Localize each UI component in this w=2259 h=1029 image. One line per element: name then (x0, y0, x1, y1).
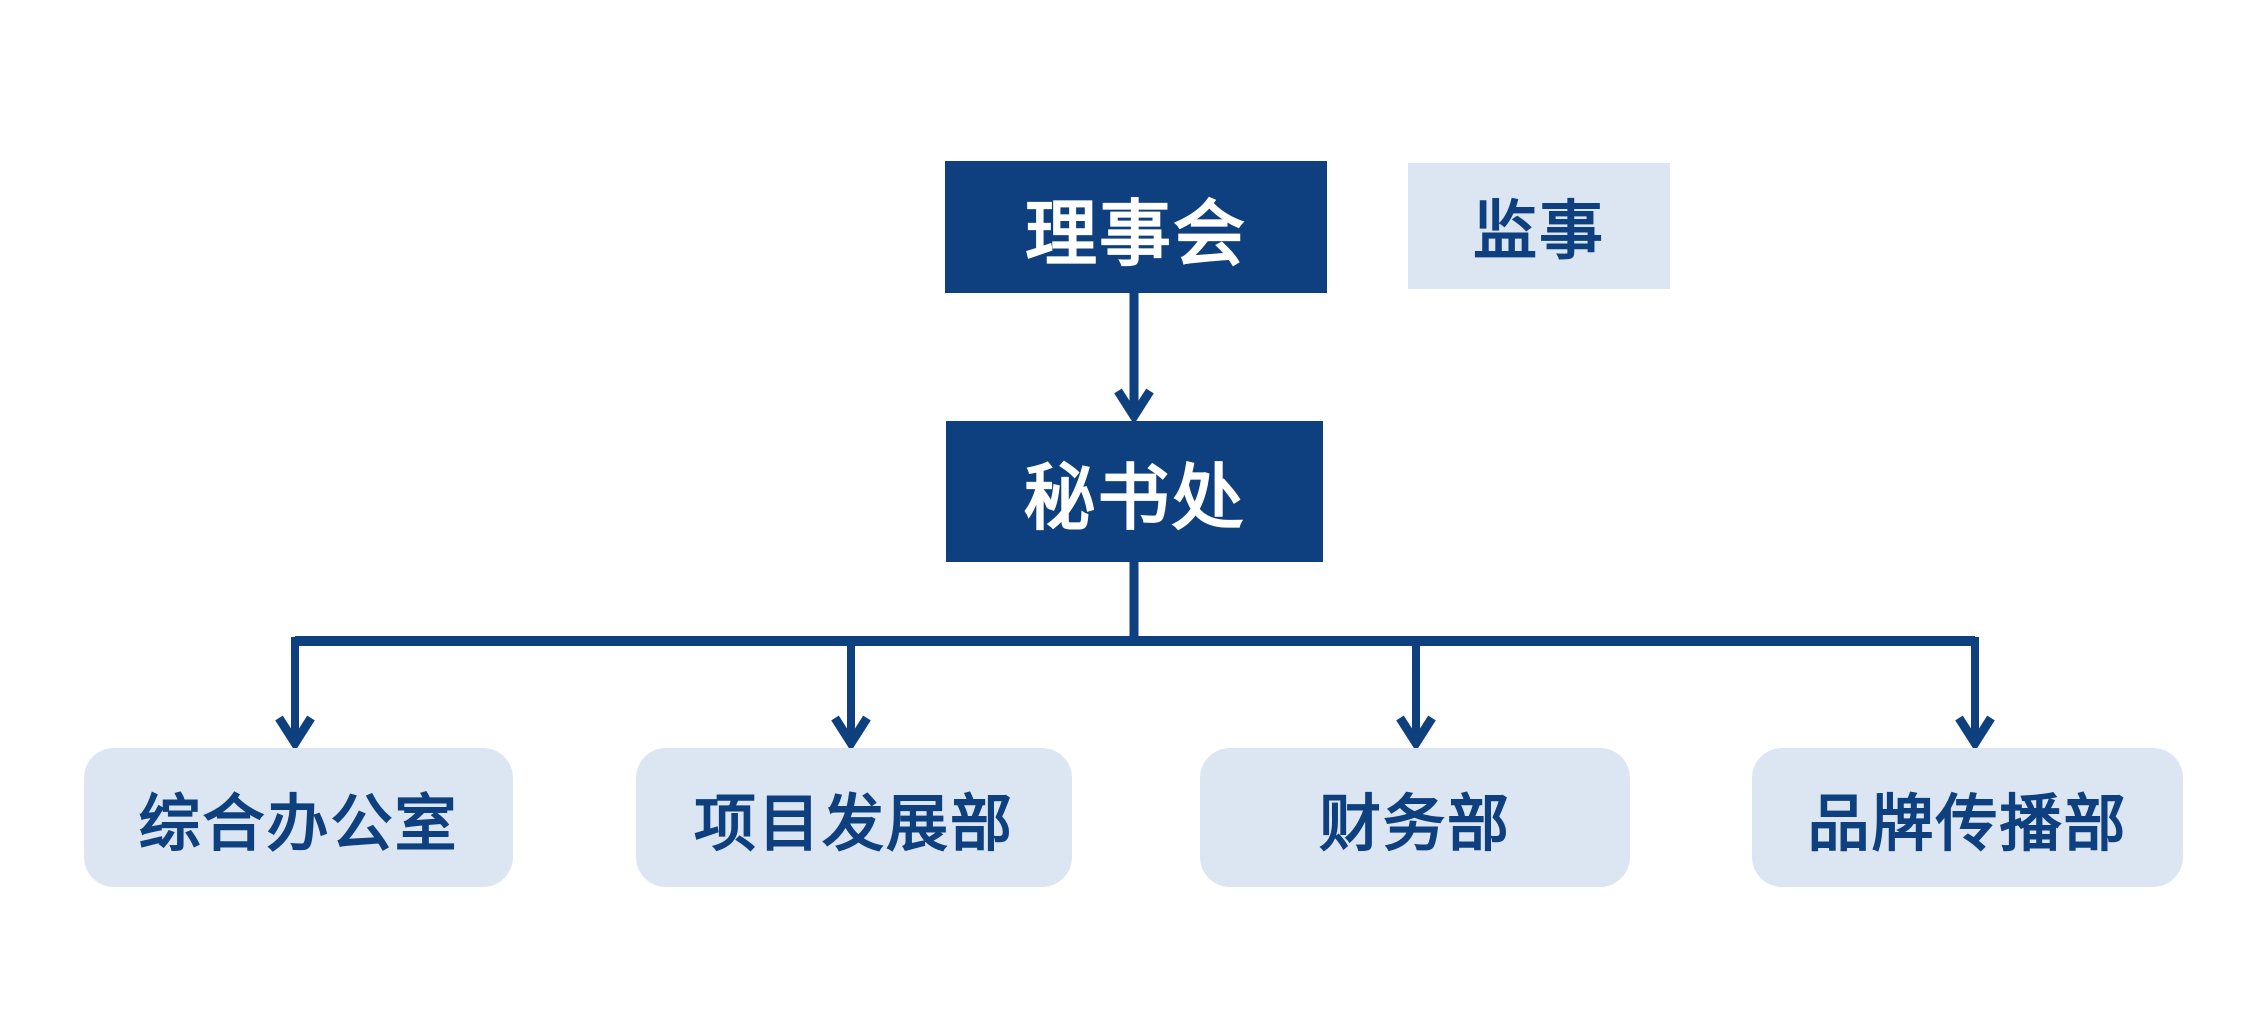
org-node-general-office: 综合办公室 (84, 748, 513, 887)
org-node-finance: 财务部 (1200, 748, 1630, 887)
org-node-secretariat: 秘书处 (946, 421, 1323, 562)
org-node-brand-communication: 品牌传播部 (1752, 748, 2183, 887)
edge-drop-finance-arrowhead (1396, 715, 1436, 752)
edge-drop-project-development-arrowhead (831, 715, 871, 752)
org-node-board: 理事会 (945, 161, 1327, 293)
edge-drop-brand-communication-arrowhead (1955, 715, 1995, 752)
edge-drop-general-office-arrowhead (275, 715, 315, 752)
org-node-supervisor: 监事 (1408, 163, 1670, 289)
edge-board-secretariat-arrowhead (1114, 388, 1154, 425)
org-node-project-development: 项目发展部 (636, 748, 1072, 887)
